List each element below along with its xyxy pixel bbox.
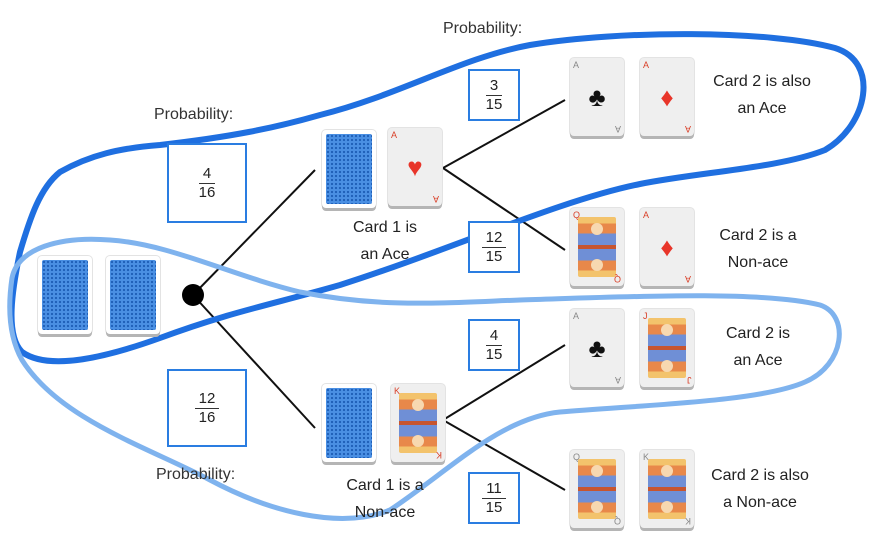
card-rank: Q — [573, 210, 581, 220]
fraction-numerator: 12 — [481, 229, 507, 248]
card-rank: A — [643, 60, 650, 70]
card-rank: K — [684, 516, 691, 526]
king-face-icon — [648, 459, 686, 519]
diamond-icon: ♦ — [660, 81, 674, 112]
jack-of-diamonds-card: J J — [640, 309, 694, 387]
card-rank: A — [643, 210, 650, 220]
probability-label-top: Probability: — [443, 20, 523, 37]
card-rank: A — [684, 124, 691, 134]
fraction-denominator: 16 — [198, 408, 216, 426]
fraction-ace-then-nonace: 12 15 — [468, 221, 520, 273]
fraction-nonace-then-nonace: 11 15 — [468, 472, 520, 524]
fraction-numerator: 12 — [194, 390, 220, 409]
probability-label-upper: Probability: — [154, 106, 234, 123]
card-rank: A — [684, 274, 691, 284]
card-rank: Q — [613, 274, 621, 284]
fraction-nonace-then-ace: 4 15 — [468, 319, 520, 371]
card-back — [106, 256, 160, 334]
king-of-spades-card: K K — [640, 450, 694, 528]
card-rank: Q — [573, 452, 581, 462]
card-back — [322, 384, 376, 462]
branch-line-ace-ace — [442, 99, 566, 169]
card-rank: A — [432, 194, 439, 204]
card-rank: A — [573, 60, 580, 70]
card-rank: K — [643, 452, 650, 462]
fraction-denominator: 15 — [485, 95, 503, 113]
club-icon: ♣ — [588, 332, 606, 363]
branch-line-nonace-nonace — [442, 419, 566, 491]
queen-face-icon — [578, 217, 616, 277]
ace-of-clubs-card: A ♣ A — [570, 309, 624, 387]
card-back — [322, 130, 376, 208]
club-icon: ♣ — [588, 81, 606, 112]
queen-of-spades-card: Q Q — [570, 450, 624, 528]
card-rank: Q — [613, 516, 621, 526]
card-rank: J — [686, 375, 692, 385]
ace-first-loop — [8, 31, 867, 365]
card-rank: A — [614, 375, 621, 385]
root-node — [182, 284, 204, 306]
king-face-icon — [399, 393, 437, 453]
ace-of-diamonds-card: A ♦ A — [640, 58, 694, 136]
queen-face-icon — [578, 459, 616, 519]
card-rank: A — [573, 311, 580, 321]
branch-line-nonace-ace — [442, 344, 566, 421]
fraction-ace-then-ace: 3 15 — [468, 69, 520, 121]
ace-of-hearts-card: A ♥ A — [388, 128, 442, 206]
fraction-denominator: 15 — [485, 345, 503, 363]
fraction-first-ace: 4 16 — [167, 143, 247, 223]
fraction-denominator: 15 — [485, 247, 503, 265]
fraction-first-nonace: 12 16 — [167, 369, 247, 447]
fraction-numerator: 4 — [485, 327, 503, 346]
ace-of-clubs-card: A ♣ A — [570, 58, 624, 136]
card-rank: A — [391, 130, 398, 140]
fraction-numerator: 11 — [482, 480, 506, 499]
fraction-denominator: 16 — [198, 183, 216, 201]
fraction-denominator: 15 — [485, 498, 503, 516]
card-rank: K — [394, 386, 401, 396]
fraction-numerator: 4 — [198, 165, 216, 184]
king-of-diamonds-card: K K — [391, 384, 445, 462]
branch-line-to-ace — [192, 169, 316, 296]
branch-line-ace-nonace — [442, 167, 566, 251]
card-rank: K — [435, 450, 442, 460]
heart-icon: ♥ — [407, 151, 423, 182]
card-rank: A — [614, 124, 621, 134]
ace-of-diamonds-card: A ♦ A — [640, 208, 694, 286]
diamond-icon: ♦ — [660, 231, 674, 262]
card-back — [38, 256, 92, 334]
jack-face-icon — [648, 318, 686, 378]
queen-of-diamonds-card: Q Q — [570, 208, 624, 286]
nonace-first-loop — [7, 236, 842, 521]
fraction-numerator: 3 — [485, 77, 503, 96]
card-rank: J — [643, 311, 648, 321]
probability-label-lower: Probability: — [156, 466, 236, 483]
